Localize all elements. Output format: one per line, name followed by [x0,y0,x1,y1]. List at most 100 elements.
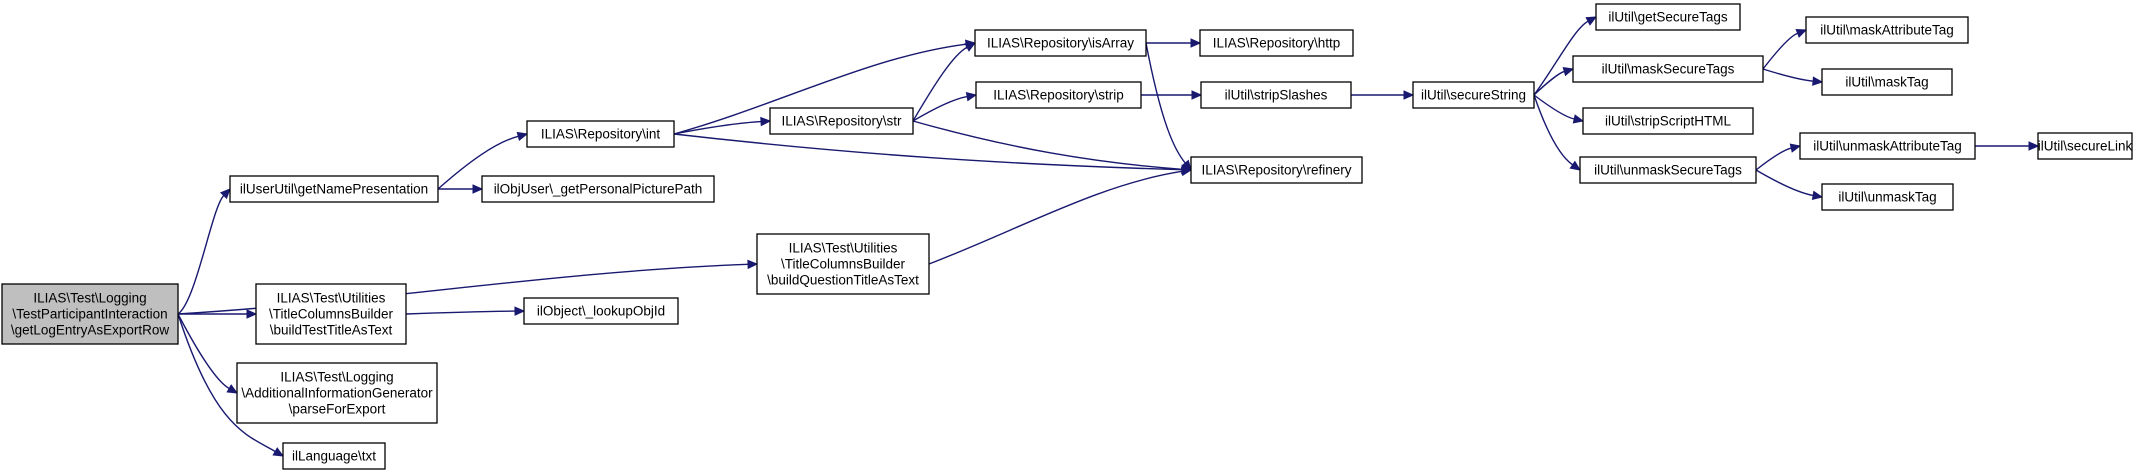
node-box [1799,132,1976,160]
node-sl[interactable]: ilUtil\secureLink [2037,132,2133,160]
node-label-line: ilUtil\maskTag [1845,75,1928,90]
edge-sstr-to-ust [1533,94,1582,171]
edge-root-to-ttab [178,309,258,319]
node-label-line: ilUtil\maskSecureTags [1602,62,1735,77]
node-ut[interactable]: ilUtil\unmaskTag [1821,183,1954,211]
edge-rint-to-rstr [673,116,772,135]
edge-sstr-to-gst [1533,16,1598,96]
edge-gnp-to-gppp [437,184,484,194]
edge-root-to-aig [177,313,239,394]
arrowhead [1812,76,1824,86]
arrowhead [472,184,484,194]
edge-root-to-txt [177,313,285,457]
edge-line [912,95,968,122]
node-label-line: \buildTestTitleAsText [270,323,393,338]
node-box [481,175,715,203]
edge-line [1762,32,1798,70]
arrowhead [2028,141,2040,151]
node-aig[interactable]: ILIAS\Test\Logging\AdditionalInformation… [236,362,438,424]
edge-line [673,133,1183,171]
node-label-line: ilUtil\maskAttributeTag [1820,23,1954,38]
node-box [1190,156,1363,184]
edge-line [177,194,225,315]
edge-line [1755,147,1792,171]
node-rstrip[interactable]: ILIAS\Repository\strip [975,81,1142,109]
node-box [975,81,1142,109]
arrowhead [1789,143,1802,153]
node-label-line: ILIAS\Repository\isArray [987,36,1134,51]
node-label-line: ilUserUtil\getNamePresentation [240,182,428,197]
node-rint[interactable]: ILIAS\Repository\int [526,120,675,148]
node-box [1805,16,1969,44]
node-ust[interactable]: ilUtil\unmaskSecureTags [1579,156,1757,184]
node-mt[interactable]: ilUtil\maskTag [1821,68,1953,96]
edges-layer [177,16,2040,457]
node-label-line: ilObject\_lookupObjId [537,304,665,319]
node-root[interactable]: ILIAS\Test\Logging\TestParticipantIntera… [1,283,179,345]
nodes-layer: ILIAS\Test\Logging\TestParticipantIntera… [1,3,2133,470]
edge-line [1533,70,1565,96]
node-risa[interactable]: ILIAS\Repository\isArray [974,29,1147,57]
edge-rstr-to-rstrip [912,91,978,122]
node-txt[interactable]: ilLanguage\txt [282,442,386,470]
node-box [236,362,438,424]
node-uat[interactable]: ilUtil\unmaskAttributeTag [1799,132,1976,160]
node-rhttp[interactable]: ILIAS\Repository\http [1199,29,1354,57]
node-label-line: ILIAS\Repository\str [781,114,902,129]
edge-sstr-to-mst [1533,67,1575,96]
node-box [756,233,930,295]
node-gnp[interactable]: ilUserUtil\getNamePresentation [229,175,439,203]
node-label-line: ILIAS\Repository\strip [993,88,1124,103]
arrowhead [219,188,231,200]
arrowhead [1569,160,1582,171]
arrowhead [1572,114,1585,124]
node-ss[interactable]: ilUtil\stripSlashes [1200,81,1352,109]
node-label-line: ilUtil\getSecureTags [1608,10,1728,25]
node-ttab[interactable]: ILIAS\Test\Utilities\TitleColumnsBuilder… [255,283,407,345]
node-mst[interactable]: ilUtil\maskSecureTags [1572,55,1764,83]
node-label-line: ILIAS\Test\Logging [33,291,146,306]
node-label-line: ILIAS\Test\Logging [280,370,393,385]
node-gppp[interactable]: ilObjUser\_getPersonalPicturePath [481,175,715,203]
node-label-line: \AdditionalInformationGenerator [241,386,433,401]
edge-ust-to-ut [1755,169,1824,201]
node-label-line: ilUtil\unmaskAttributeTag [1813,139,1962,154]
edge-ss-to-sstr [1350,90,1415,100]
edge-line [912,120,1183,171]
edge-mst-to-mat [1762,28,1808,70]
edge-gnp-to-rint [437,131,529,190]
edge-bqt-to-rref [928,166,1193,265]
node-label-line: ILIAS\Repository\http [1213,36,1341,51]
edge-line [1533,94,1575,120]
node-loi[interactable]: ilObject\_lookupObjId [523,297,679,325]
edge-uat-to-sl [1975,141,2040,151]
edge-line [1533,94,1574,166]
node-rstr[interactable]: ILIAS\Repository\str [769,107,914,135]
node-ssh[interactable]: ilUtil\stripScriptHTML [1582,107,1754,135]
edge-line [1762,68,1814,82]
node-label-line: ilUtil\stripScriptHTML [1605,114,1732,129]
edge-line [1755,169,1814,197]
node-box [1595,3,1741,31]
edge-line [177,313,276,453]
edge-rstr-to-rref [912,120,1193,175]
node-box [1412,81,1535,109]
node-mat[interactable]: ilUtil\maskAttributeTag [1805,16,1969,44]
node-sstr[interactable]: ilUtil\secureString [1412,81,1535,109]
node-box [1821,183,1954,211]
node-box [1,283,179,345]
edge-line [912,46,968,122]
node-rref[interactable]: ILIAS\Repository\refinery [1190,156,1363,184]
arrowhead [965,91,978,102]
node-box [1582,107,1754,135]
arrowhead [1190,38,1202,48]
node-box [1572,55,1764,83]
arrowhead [1585,16,1598,26]
edge-line [673,120,762,135]
arrowhead [272,447,285,457]
node-bqt[interactable]: ILIAS\Test\Utilities\TitleColumnsBuilder… [756,233,930,295]
edge-line [177,313,230,390]
node-box [1821,68,1953,96]
node-gst[interactable]: ilUtil\getSecureTags [1595,3,1741,31]
